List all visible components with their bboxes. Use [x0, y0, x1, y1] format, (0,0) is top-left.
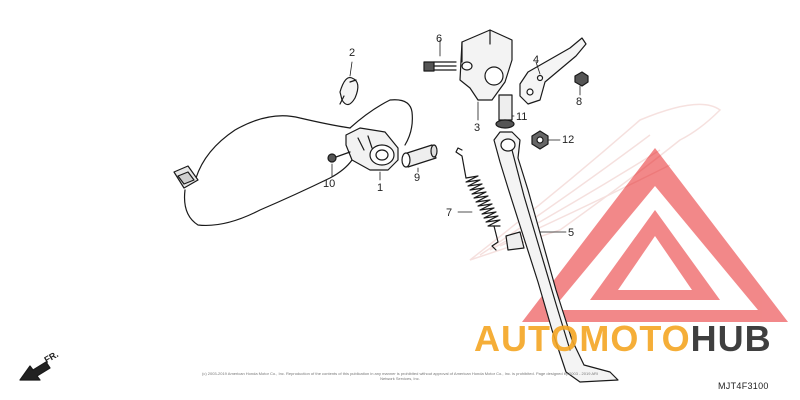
bracket-bolt [423, 61, 457, 72]
collar [401, 144, 438, 168]
copyright-notice: (c) 2003-2019 American Honda Motor Co., … [201, 371, 598, 381]
switch-bolt [327, 151, 351, 163]
side-stand-bracket [459, 29, 513, 101]
automotohub-watermark: AUTOMOTOHUB [474, 318, 772, 360]
leader-lines [331, 39, 581, 233]
switch-connector [173, 165, 199, 189]
side-stand [493, 131, 619, 383]
wire-clamp-band [339, 76, 359, 106]
callout-2: 2 [349, 47, 356, 59]
diagram-code: MJT4F3100 [718, 381, 769, 391]
pivot-nut [531, 130, 549, 150]
watermark-part2: HUB [690, 318, 772, 359]
callout-4: 4 [533, 54, 540, 66]
callout-3: 3 [474, 122, 481, 134]
callout-8: 8 [576, 96, 583, 108]
callout-1: 1 [377, 182, 384, 194]
watermark-part1: AUTOMOTO [474, 318, 691, 359]
stand-spring [455, 147, 501, 251]
triangle-logo-watermark [522, 148, 788, 322]
callout-6: 6 [436, 33, 443, 45]
switch-arm [519, 37, 587, 105]
callout-9: 9 [414, 172, 421, 184]
front-arrow-icon [19, 361, 51, 381]
arm-nut [574, 71, 589, 87]
callout-10: 10 [323, 178, 336, 190]
callout-11: 11 [516, 111, 528, 123]
side-stand-switch [183, 99, 413, 227]
callout-12: 12 [562, 134, 575, 146]
callout-5: 5 [568, 227, 575, 239]
callout-7: 7 [446, 207, 453, 219]
pivot-bolt [495, 94, 515, 129]
